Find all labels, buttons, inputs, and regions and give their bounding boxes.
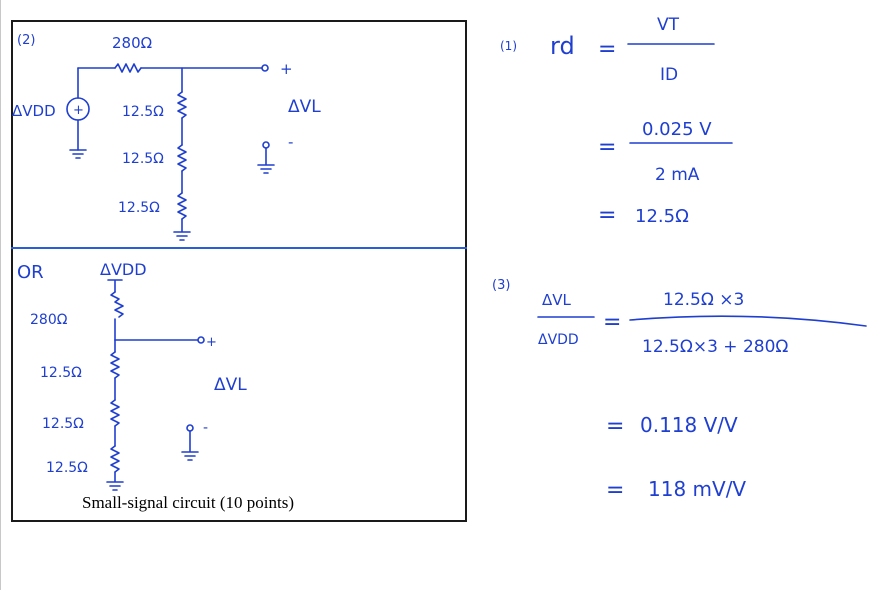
p3-label: (3) <box>492 278 510 293</box>
p2-r1-label: 12.5Ω <box>122 104 164 120</box>
output-terminal-top <box>261 64 269 72</box>
p3-rhs-fraction-bar <box>629 315 867 327</box>
alt-plus: + <box>206 335 217 350</box>
p3-lhs-den: ΔVDD <box>538 332 579 348</box>
circuit-caption: Small-signal circuit (10 points) <box>80 493 296 513</box>
circuit-box <box>11 20 467 522</box>
alt-r3-label: 12.5Ω <box>46 460 88 476</box>
p3-eq-1: = <box>603 310 621 335</box>
p2-r3-label: 12.5Ω <box>118 200 160 216</box>
p1-num2: 0.025 V <box>642 119 712 140</box>
p2-r2-label: 12.5Ω <box>122 151 164 167</box>
p3-num: 12.5Ω ×3 <box>663 290 744 310</box>
resistor-stack-mid <box>177 144 187 172</box>
p1-lhs: rd <box>550 32 575 60</box>
p1-den1: ID <box>660 65 678 85</box>
alt-resistor-3 <box>110 445 120 473</box>
p2-plus: + <box>280 60 293 78</box>
alt-resistor-2 <box>110 399 120 427</box>
p2-source-label: ΔVDD <box>12 102 56 120</box>
p1-eq-3: = <box>598 203 616 228</box>
p3-eq-3: = <box>606 478 624 503</box>
alt-r1-label: 12.5Ω <box>40 365 82 381</box>
alt-resistor-1 <box>110 351 120 379</box>
p3-lhs-num: ΔVL <box>542 291 572 309</box>
alt-output-terminal-bottom <box>186 424 194 432</box>
p3-den: 12.5Ω×3 + 280Ω <box>642 337 788 357</box>
circuit-divider <box>11 247 467 249</box>
p1-num1: VT <box>657 15 680 35</box>
resistor-280-top <box>114 63 142 73</box>
resistor-stack-top <box>177 91 187 119</box>
alt-output-terminal-top <box>197 336 205 344</box>
p3-result-1: 0.118 V/V <box>640 413 738 437</box>
p1-den2: 2 mA <box>655 165 700 185</box>
alt-source-terminal <box>107 279 123 293</box>
p2-minus: - <box>288 133 293 151</box>
p3-result-2: 118 mV/V <box>648 477 746 501</box>
page-left-edge <box>0 0 1 590</box>
p2-r-top-label: 280Ω <box>112 34 152 52</box>
p1-eq-1: = <box>598 37 616 62</box>
ground-source <box>69 149 87 159</box>
p2-source-plus: + <box>73 103 84 118</box>
alt-source-label: ΔVDD <box>100 260 147 279</box>
ground-stack <box>173 218 191 241</box>
p1-eq-2: = <box>598 135 616 160</box>
alt-r2-label: 12.5Ω <box>42 416 84 432</box>
alt-ground-output <box>181 430 199 461</box>
p2-label: (2) <box>17 33 35 48</box>
p3-eq-2: = <box>606 414 624 439</box>
p2-output-label: ΔVL <box>288 97 321 117</box>
p1-label: (1) <box>500 39 517 53</box>
alt-or-label: OR <box>17 262 44 283</box>
alt-ground <box>106 471 124 491</box>
resistor-stack-bottom <box>177 192 187 220</box>
p1-result: 12.5Ω <box>635 206 689 227</box>
alt-minus: - <box>203 420 208 436</box>
output-terminal-bottom <box>262 141 270 149</box>
alt-output-label: ΔVL <box>214 375 247 395</box>
alt-resistor-280 <box>110 291 124 318</box>
ground-output <box>257 147 275 174</box>
alt-r-top-label: 280Ω <box>30 312 68 328</box>
